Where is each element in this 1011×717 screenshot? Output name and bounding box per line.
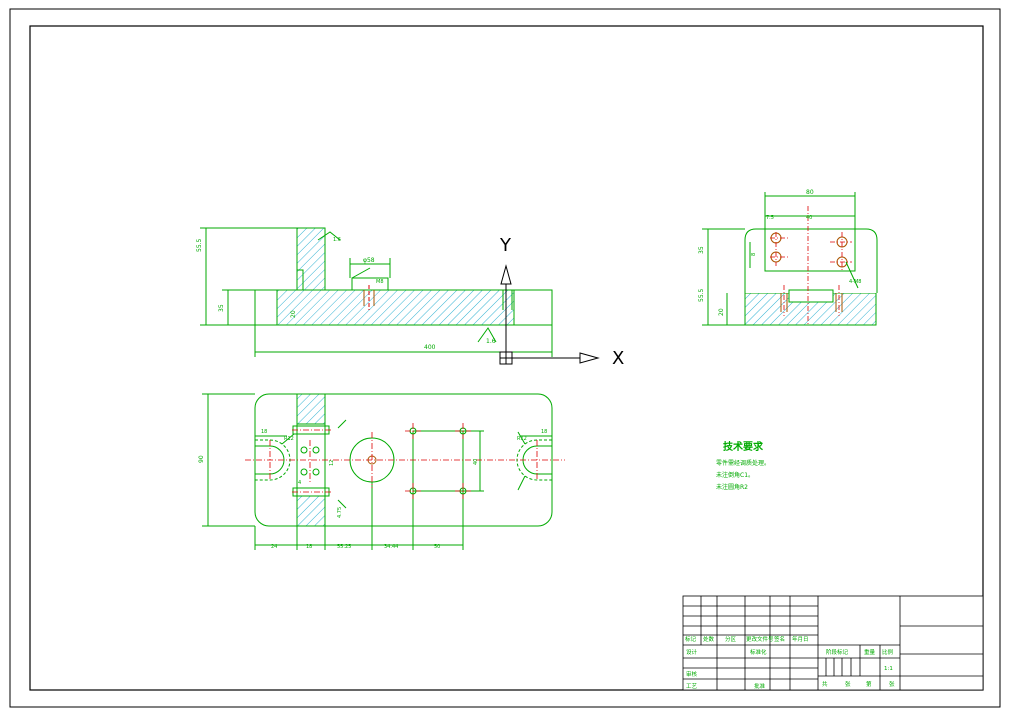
side-plate [764,228,856,272]
axis-y-label: Y [499,235,512,256]
tb-scale: 1:1 [884,666,893,672]
axis-x-label: X [612,348,624,369]
tb-stage: 阶段标记 [826,648,849,656]
dim-front-thread: M8 [376,279,384,285]
tb-standard: 标准化 [750,648,767,656]
tb-header-sign: 签名 [774,635,785,643]
dim-side-mid: 40 [806,215,812,221]
front-pocket [351,277,389,291]
dim-front-step: 20 [290,310,297,318]
dim-front-base-height: 35 [218,304,225,312]
dim-top-c: 4.75 [337,507,343,518]
dim-top-d1: 24 [271,544,277,550]
tb-header-zone: 分区 [725,635,737,643]
top-hole-g [300,468,308,476]
dim-top-h: 40 [473,459,479,465]
roughness-front: 1.6 [486,338,496,345]
tb-sheets-unit2: 张 [889,680,895,688]
dim-side-h4: 8 [751,253,757,256]
dim-top-d4: 34.44 [384,544,398,550]
tb-sheets-no: 第 [866,680,872,688]
dim-front-overall-length: 400 [424,344,436,351]
tb-process: 工艺 [686,683,698,690]
side-pocket [788,289,834,303]
dim-top-d3: 55.25 [337,544,351,550]
dim-front-top: φ58 [363,257,375,264]
front-upright-step [296,269,304,291]
dim-top-r2: R12 [517,436,527,442]
dim-side-h2: 55.5 [698,288,705,302]
top-hole-h [312,468,320,476]
dim-side-h3: 20 [718,308,725,316]
dim-side-width: 80 [806,189,814,196]
tb-sheets-total: 共 [822,680,828,688]
front-base-body [276,289,515,326]
tb-weight: 重量 [864,648,876,656]
tb-header-count: 处数 [703,635,715,643]
top-hole-f [312,446,320,454]
tech-req-line-1: 零件需经调质处理。 [716,459,770,467]
dim-front-overall-height: 55.5 [196,238,203,252]
top-hole-pattern [412,430,464,492]
dim-top-b: 4 [298,480,301,486]
roughness-front-top: 1.6 [333,237,341,243]
tb-header-doc: 更改文件号 [746,635,774,643]
tb-header-date: 年月日 [792,635,809,643]
note-side-thread: 4-M8 [849,279,861,285]
dim-top-d5: 50 [434,544,440,550]
title-block [682,595,984,691]
front-upright [296,227,326,291]
tech-req-title: 技术要求 [723,440,764,453]
dim-top-r1: R12 [284,436,294,442]
front-right-end [513,289,553,326]
ucs-icon [499,264,600,365]
tb-scale-label: 比例 [882,648,894,656]
dim-side-h1: 35 [698,246,705,254]
dim-side-small: 7.5 [766,215,774,221]
tech-req-line-2: 未注倒角C1。 [716,471,754,479]
tb-approve: 批准 [754,682,766,690]
tb-sheets-unit1: 张 [845,680,851,688]
front-view [200,227,553,357]
dim-top-slot-right: 18 [541,429,547,435]
tb-header-mark: 标记 [685,635,697,643]
top-upright-hatch-top [296,393,326,425]
top-hole-e [300,446,308,454]
front-left-end [254,289,278,326]
dim-top-d2: 18 [306,544,312,550]
tb-review: 审核 [686,670,698,678]
side-view [702,192,878,326]
tech-req-line-3: 未注圆角R2 [716,483,748,491]
dim-top-width: 90 [198,455,205,463]
dim-top-a: 12 [329,460,335,466]
dim-top-slot-left: 18 [261,429,267,435]
top-upright-hatch-bottom [296,495,326,527]
inner-border [29,25,984,691]
tb-design: 设计 [686,648,698,656]
